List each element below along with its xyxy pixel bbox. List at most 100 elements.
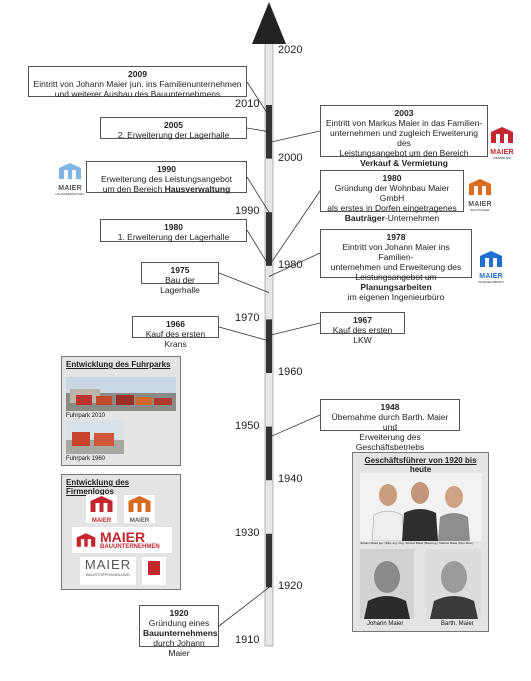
logo-word: MAIER: [468, 201, 492, 208]
logo-variant-2: MAIER: [124, 495, 155, 524]
event-text-bold: Verkauf & Vermietung: [360, 158, 448, 168]
event-year: 1990: [157, 164, 176, 174]
logo-hausverwaltung: MAIER HAUSVERWALTUNG: [55, 162, 85, 196]
year-label: 2000: [278, 151, 303, 164]
year-label: 1910: [235, 634, 260, 646]
timeline-band: [266, 319, 272, 373]
timeline-connector-line: [246, 81, 270, 116]
event-text: Eintritt von Johann Maier jun. ins Famil…: [33, 79, 242, 89]
event-text: um den Bereich: [102, 184, 165, 194]
event-year: 1978: [386, 232, 406, 242]
event-text: Kauf des ersten Krans: [145, 329, 206, 349]
logo-sub: IMMOBILIEN: [493, 156, 511, 160]
event-text: Gründung der Wohnbau Maier GmbH: [334, 183, 450, 203]
maier-mark-icon: [480, 251, 502, 267]
year-label: 2010: [235, 98, 260, 110]
logo-text-sub: BAUSTOFFHANDLUNG: [86, 572, 130, 577]
event-text: Bau der Lagerhalle: [160, 275, 200, 295]
event-1966: 1966 Kauf des ersten Krans: [132, 316, 219, 349]
year-label: 2020: [278, 44, 303, 57]
event-1920: 1920 Gründung eines Bauunternehmens durc…: [139, 605, 219, 658]
event-text-bold: Bauunternehmens: [143, 628, 218, 638]
event-text: und weiterer Ausbau des Bauunternehmens: [54, 89, 221, 99]
event-text: durch Johann Maier: [153, 638, 205, 658]
maier-mark-icon: [491, 127, 513, 143]
fleet-2010-caption: Fuhrpark 2010: [66, 413, 106, 419]
timeline-connector-line: [246, 127, 270, 133]
event-text: Erweiterung des Leistungsangebot: [101, 174, 232, 184]
logos-panel: Entwicklung des Firmenlogos MAIER MAIER …: [61, 474, 181, 590]
year-label: 1940: [278, 473, 303, 486]
event-text: -Unternehmen: [384, 213, 440, 223]
event-text: Übernahme durch Barth. Maier und: [331, 412, 449, 432]
fleet-panel-title: Entwicklung des Fuhrparks: [66, 360, 171, 369]
event-year: 1948: [380, 402, 400, 412]
event-1980-lagerhalle: 1980 1. Erweiterung der Lagerhalle: [100, 219, 247, 242]
year-label: 1980: [278, 258, 303, 271]
event-text: Kauf des ersten LKW: [332, 325, 393, 345]
event-year: 1967: [353, 315, 372, 325]
maier-mark-icon: [76, 533, 96, 547]
logo-sub: HAUSVERWALTUNG: [55, 192, 85, 196]
logo-word: MAIER: [91, 518, 112, 524]
event-text: Gründung eines: [148, 618, 210, 628]
portrait-barth-maier: [426, 549, 482, 619]
timeline-connector-line: [218, 587, 270, 627]
timeline-connectors: [218, 81, 321, 627]
event-1967: 1967 Kauf des ersten LKW: [320, 312, 405, 345]
event-year: 1980: [164, 222, 183, 232]
event-year: 2003: [394, 108, 414, 118]
managers-panel: Geschäftsführer von 1920 bis heute Johan…: [352, 452, 489, 632]
event-year: 1980: [382, 173, 402, 183]
timeline-connector-line: [268, 190, 321, 267]
logo-bautraeger: MAIER BAUTRÄGER: [465, 178, 495, 212]
event-text: als erstes in Dorfen eingetragenes: [327, 203, 457, 213]
logo-sub: BAUTRÄGER: [470, 208, 490, 212]
logos-panel-title: Entwicklung des Firmenlogos: [66, 478, 130, 496]
event-text: 1. Erweiterung der Lagerhalle: [117, 232, 230, 242]
logo-sub: INGENIEURBÜRO: [478, 280, 504, 284]
event-text: Leistungsangebot um: [355, 272, 437, 282]
event-year: 2009: [128, 69, 147, 79]
event-text: unternehmen und Erweiterung des: [330, 262, 462, 272]
logo-big-word: MAIER: [100, 529, 146, 545]
event-1978: 1978 Eintritt von Johann Maier ins Famil…: [320, 229, 472, 302]
year-label: 1920: [278, 580, 303, 593]
timeline-connector-line: [218, 272, 270, 293]
event-text-bold: Bauträger: [344, 213, 385, 223]
timeline-connector-line: [218, 326, 270, 342]
event-text-bold: Hausverwaltung: [164, 184, 231, 194]
timeline-band: [266, 426, 272, 481]
logo-big-sub: BAUUNTERNEHMEN: [100, 544, 160, 550]
event-text: im eigenen Ingenieurbüro: [347, 292, 445, 302]
portrait-johann-maier-name: Johann Maier: [367, 621, 404, 627]
logo-variant-bauunternehmen: MAIER BAUUNTERNEHMEN: [72, 527, 172, 553]
event-text: unternehmen und zugleich Erweiterung des: [330, 128, 478, 148]
timeline-connector-line: [268, 414, 321, 438]
portrait-johann-maier: [360, 549, 414, 619]
event-text: Leistungsangebot um den Bereich: [339, 148, 469, 158]
logo-ingenieur: MAIER INGENIEURBÜRO: [476, 250, 506, 284]
maier-mark-icon: [90, 496, 113, 512]
year-label: 1960: [278, 366, 303, 378]
timeline-band: [266, 212, 272, 266]
event-year: 2005: [164, 120, 183, 130]
event-text: Eintritt von Johann Maier ins Familien-: [342, 242, 450, 262]
logo-word: MAIER: [479, 273, 503, 280]
event-year: 1966: [166, 319, 185, 329]
group-photo: [360, 473, 482, 541]
event-2005: 2005 2. Erweiterung der Lagerhalle: [100, 117, 247, 140]
logo-variant-small: [142, 557, 166, 585]
group-photo-caption: Johann Maier jun. (Dipl.-Ing. FH), Johan…: [360, 541, 474, 545]
event-1948: 1948 Übernahme durch Barth. Maier und Er…: [320, 399, 460, 452]
timeline-connector-line: [246, 176, 270, 213]
timeline-arrow-head: [252, 2, 286, 44]
year-label: 1990: [235, 205, 260, 218]
year-label: 1970: [235, 312, 260, 325]
logo-word: MAIER: [490, 149, 514, 156]
portrait-barth-maier-name: Barth. Maier: [441, 621, 474, 627]
event-text-bold: Planungsarbeiten: [360, 282, 432, 292]
timeline-connector-line: [268, 252, 321, 277]
event-1980-wohnbau: 1980 Gründung der Wohnbau Maier GmbH als…: [320, 170, 464, 223]
maier-mark-icon: [59, 163, 81, 179]
